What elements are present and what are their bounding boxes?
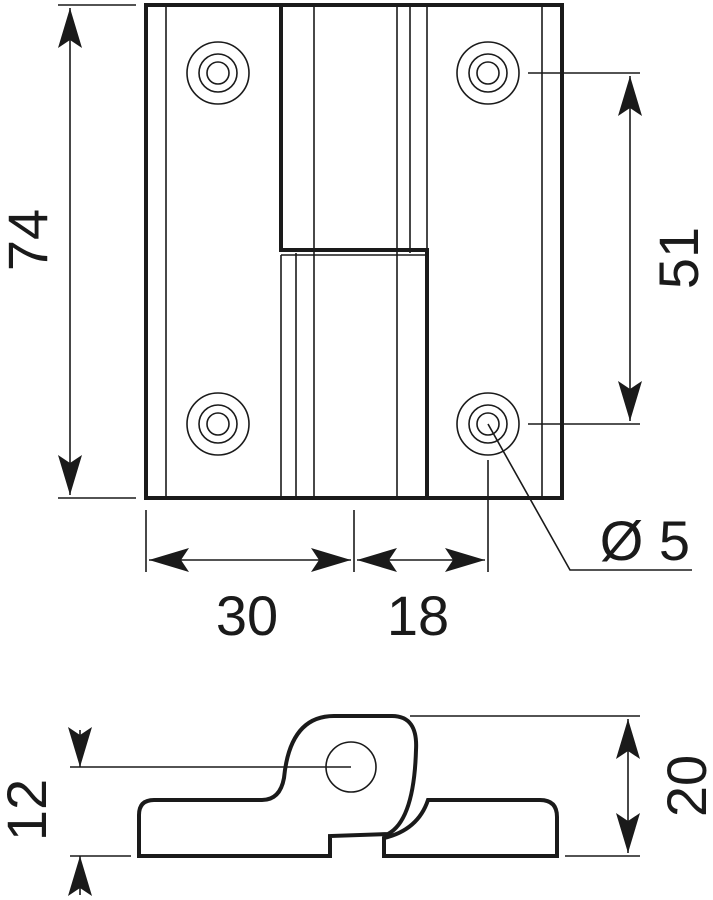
- dimension-label-74: 74: [0, 209, 59, 271]
- upper-knuckle: [279, 5, 429, 498]
- dimension-label-20: 20: [655, 755, 713, 817]
- right-leaf-profile: [382, 798, 559, 858]
- screw-hole-top-right: [456, 41, 520, 105]
- left-leaf-profile: [137, 714, 419, 858]
- dimension-hole-diameter: Ø 5: [487, 423, 692, 572]
- screw-hole-top-left: [186, 41, 250, 105]
- dimension-profile-height: 20: [410, 715, 713, 857]
- screw-hole-bottom-left: [186, 392, 250, 456]
- dimension-label-12: 12: [0, 779, 58, 841]
- dimension-label-30: 30: [216, 584, 278, 647]
- hinge-front-view: [144, 3, 564, 500]
- dimension-label-diameter: Ø 5: [600, 509, 690, 572]
- screw-hole-bottom-right: [456, 392, 520, 456]
- dimension-hole-spacing: 51: [528, 72, 710, 425]
- dimension-label-51: 51: [647, 227, 710, 289]
- dimension-label-18: 18: [387, 584, 449, 647]
- hinge-side-profile: [137, 714, 559, 858]
- hinge-outline: [144, 3, 564, 500]
- dimension-bottom-widths: 30 18: [145, 460, 489, 647]
- dimension-pin-height: 12: [0, 727, 351, 896]
- dimension-overall-height: 74: [0, 4, 136, 499]
